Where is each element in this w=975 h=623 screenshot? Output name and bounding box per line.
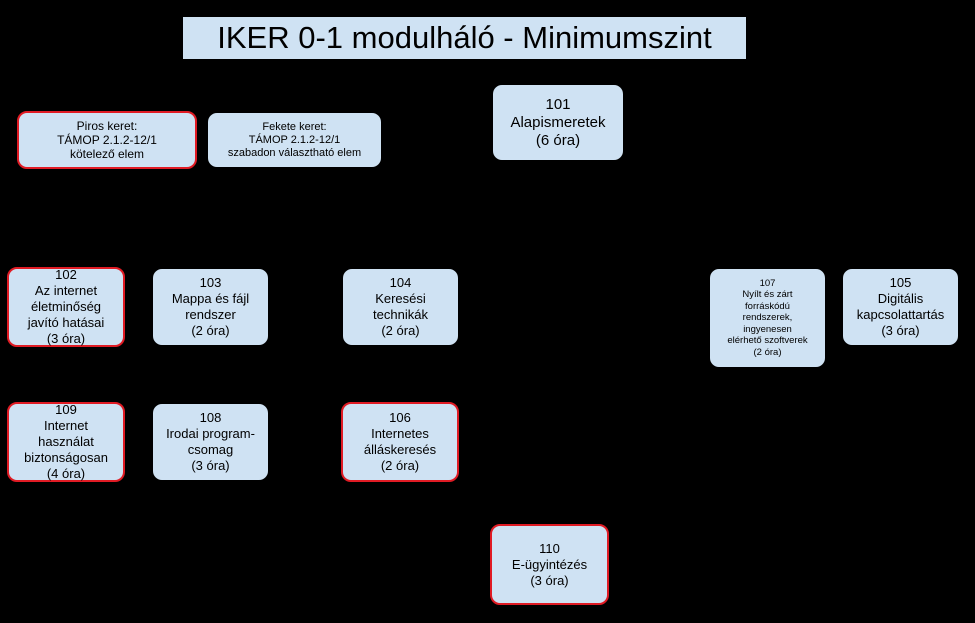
module-105-line-2: kapcsolattartás (856, 307, 945, 322)
legend-optional-line-3: szabadon választható elem (227, 146, 362, 159)
module-101-name: Alapismeretek (510, 113, 606, 131)
module-101-hours: (6 óra) (535, 131, 581, 149)
module-107-hours: (2 óra) (753, 346, 782, 358)
module-105-hours: (3 óra) (881, 323, 920, 338)
legend-optional-line-2: TÁMOP 2.1.2-12/1 (248, 133, 341, 146)
module-110-name: E-ügyintézés (511, 556, 588, 572)
module-107-line-1: Nyílt és zárt (742, 289, 793, 301)
module-107-line-5: elérhető szoftverek (727, 335, 808, 347)
module-102-hours: (3 óra) (46, 331, 86, 346)
module-110-code: 110 (539, 540, 560, 556)
module-109-hours: (4 óra) (46, 466, 86, 481)
module-107-line-4: ingyenesen (743, 323, 792, 335)
module-109-line-1: Internet (43, 418, 89, 433)
module-109-code: 109 (55, 402, 77, 417)
legend-required-line-1: Piros keret: (76, 119, 138, 133)
legend-optional-box: Fekete keret: TÁMOP 2.1.2-12/1 szabadon … (207, 112, 382, 168)
module-102-line-1: Az internet (34, 283, 98, 298)
module-110[interactable]: 110 E-ügyintézés (3 óra) (490, 524, 609, 605)
module-105-line-1: Digitális (877, 291, 924, 306)
module-106-hours: (2 óra) (380, 458, 420, 473)
legend-required-line-2: TÁMOP 2.1.2-12/1 (57, 133, 157, 147)
module-104-code: 104 (389, 275, 412, 290)
module-108-hours: (3 óra) (191, 458, 230, 473)
module-106-line-1: Internetes (371, 426, 429, 441)
module-107[interactable]: 107 Nyílt és zárt forráskódú rendszerek,… (709, 268, 826, 368)
legend-required-box: Piros keret: TÁMOP 2.1.2-12/1 kötelező e… (17, 111, 197, 169)
module-101[interactable]: 101 Alapismeretek (6 óra) (492, 84, 624, 161)
module-110-hours: (3 óra) (530, 572, 569, 588)
diagram-title: IKER 0-1 modulháló - Minimumszint (183, 17, 746, 59)
module-107-code: 107 (759, 277, 776, 289)
module-103-code: 103 (199, 275, 222, 290)
module-103[interactable]: 103 Mappa és fájl rendszer (2 óra) (152, 268, 269, 346)
module-105-code: 105 (889, 275, 912, 290)
module-107-line-2: forráskódú (745, 300, 790, 312)
module-103-line-1: Mappa és fájl (171, 291, 250, 306)
module-104-hours: (2 óra) (381, 323, 420, 338)
legend-optional-line-1: Fekete keret: (262, 120, 327, 133)
module-107-line-3: rendszerek, (742, 312, 793, 324)
module-103-line-2: rendszer (185, 307, 236, 322)
module-102-line-3: javító hatásai (27, 315, 105, 330)
module-102-line-2: életminőség (30, 299, 102, 314)
module-108-line-2: csomag (187, 442, 234, 457)
module-108-code: 108 (199, 410, 222, 425)
module-109[interactable]: 109 Internet használat biztonságosan (4 … (7, 402, 125, 482)
module-106[interactable]: 106 Internetes álláskeresés (2 óra) (341, 402, 459, 482)
module-102[interactable]: 102 Az internet életminőség javító hatás… (7, 267, 125, 347)
module-102-code: 102 (55, 267, 77, 282)
module-106-code: 106 (389, 410, 411, 425)
module-108[interactable]: 108 Irodai program- csomag (3 óra) (152, 403, 269, 481)
module-104-line-1: Keresési (375, 291, 426, 306)
module-106-line-2: álláskeresés (363, 442, 437, 457)
module-103-hours: (2 óra) (191, 323, 230, 338)
module-109-line-3: biztonságosan (24, 450, 108, 465)
module-108-line-1: Irodai program- (166, 426, 255, 441)
module-104[interactable]: 104 Keresési technikák (2 óra) (342, 268, 459, 346)
module-101-code: 101 (545, 95, 571, 113)
module-109-line-2: használat (38, 434, 94, 449)
module-105[interactable]: 105 Digitális kapcsolattartás (3 óra) (842, 268, 959, 346)
module-104-line-2: technikák (373, 307, 428, 322)
legend-required-line-3: kötelező elem (69, 147, 145, 161)
